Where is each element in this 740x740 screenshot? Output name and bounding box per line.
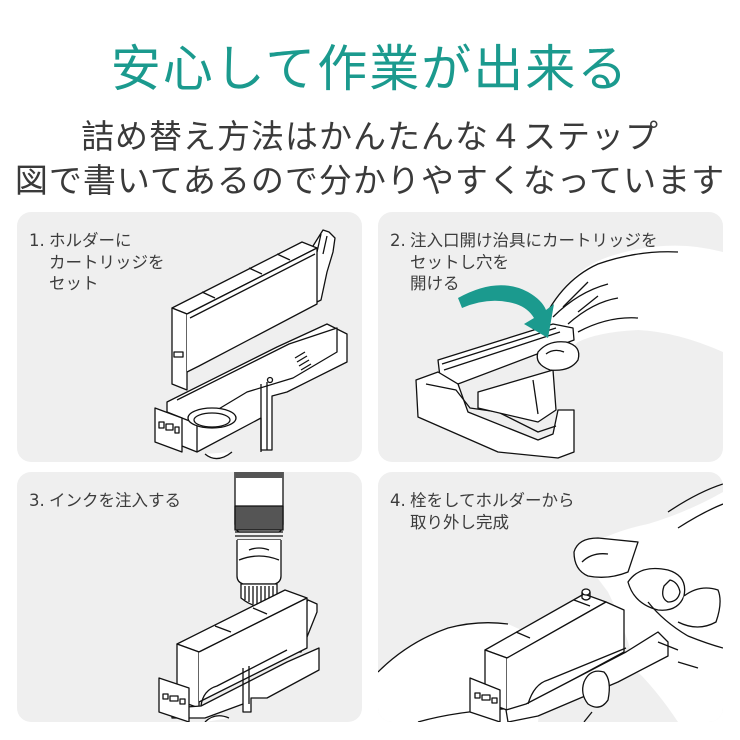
step-text: カートリッジを (49, 252, 165, 272)
step-number: 4. (390, 491, 406, 510)
cartridge-removal-illustration (378, 472, 723, 722)
step-text: 注入口開け治具にカートリッジを (410, 231, 658, 250)
step-number: 3. (29, 491, 45, 510)
step-2-panel: 2.注入口開け治具にカートリッジを セットし穴を 開ける (378, 212, 723, 462)
subtitle-line-2: 図で書いてあるので分かりやすくなっています (14, 161, 726, 200)
page-title: 安心して作業が出来る (110, 40, 630, 98)
step-text: ホルダーに (49, 231, 132, 250)
step-number: 1. (29, 231, 45, 250)
step-text: セット (49, 274, 99, 293)
step-text: 開ける (410, 274, 460, 293)
curved-arrow-icon (458, 285, 554, 338)
step-2-label: 2.注入口開け治具にカートリッジを セットし穴を 開ける (390, 230, 658, 295)
step-text: 取り外し完成 (410, 512, 509, 532)
step-4-label: 4.栓をしてホルダーから 取り外し完成 (390, 490, 575, 533)
step-3-label: 3.インクを注入する (29, 490, 181, 512)
step-1-label: 1.ホルダーに カートリッジを セット (29, 230, 165, 295)
opener-tool-illustration (378, 245, 723, 462)
step-1-panel: 1.ホルダーに カートリッジを セット (17, 212, 362, 462)
step-text: 栓をしてホルダーから (410, 491, 575, 510)
step-text: セットし穴を (410, 252, 509, 272)
cartridge-holder-illustration (17, 212, 362, 462)
step-number: 2. (390, 231, 406, 250)
step-text: インクを注入する (49, 491, 181, 510)
syringe-injection-illustration (17, 472, 362, 722)
step-4-panel: 4.栓をしてホルダーから 取り外し完成 (378, 472, 723, 722)
subtitle-line-1: 詰め替え方法はかんたんな４ステップ (81, 117, 659, 156)
step-3-panel: 3.インクを注入する (17, 472, 362, 722)
